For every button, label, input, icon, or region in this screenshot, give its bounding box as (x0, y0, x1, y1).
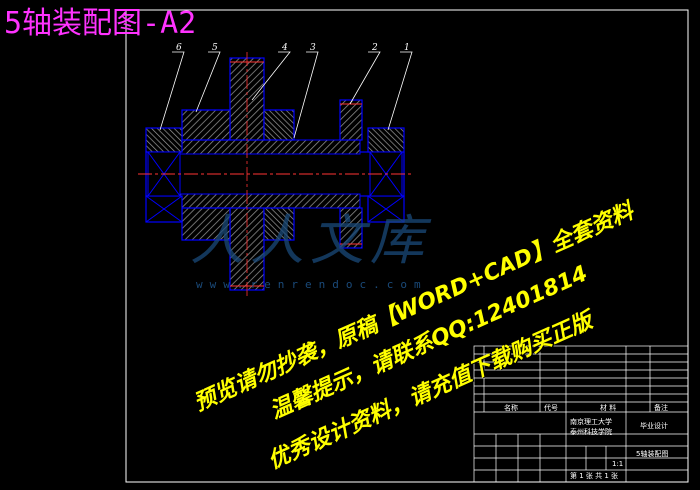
part-number-5: 5 (212, 43, 218, 53)
left-bearing (145, 127, 183, 223)
title-block-header-code: 代号 (544, 403, 558, 412)
leaders (159, 51, 413, 139)
small-gear (339, 99, 363, 249)
title-block-scale: 1:1 (612, 460, 623, 468)
drawing-title: 5轴装配图-A2 (4, 6, 197, 41)
watermark-logo: 人人文库 (190, 209, 430, 272)
part-number-4: 4 (281, 43, 288, 53)
part-number-3: 3 (310, 43, 316, 53)
part-number-1: 1 (404, 43, 410, 53)
gear-hub (181, 109, 295, 241)
title-block-header-material: 材 料 (600, 403, 616, 412)
watermark-url: www.renrendoc.com (196, 278, 428, 291)
part-number-2: 2 (371, 43, 378, 53)
title-block-header-note: 备注 (654, 403, 668, 412)
title-block-project: 毕业设计 (640, 421, 668, 430)
shaft (145, 139, 405, 209)
title-block (473, 345, 689, 483)
title-block-drawing-name: 5轴装配图 (636, 449, 668, 458)
drawing-frame (125, 9, 689, 483)
part-number-6: 6 (176, 43, 182, 53)
title-block-header-name: 名称 (504, 403, 518, 412)
title-block-school-1: 南京理工大学 (570, 417, 612, 426)
title-block-school-2: 泰州科技学院 (570, 427, 612, 436)
title-block-sheet: 第 1 张 共 1 张 (570, 471, 618, 480)
